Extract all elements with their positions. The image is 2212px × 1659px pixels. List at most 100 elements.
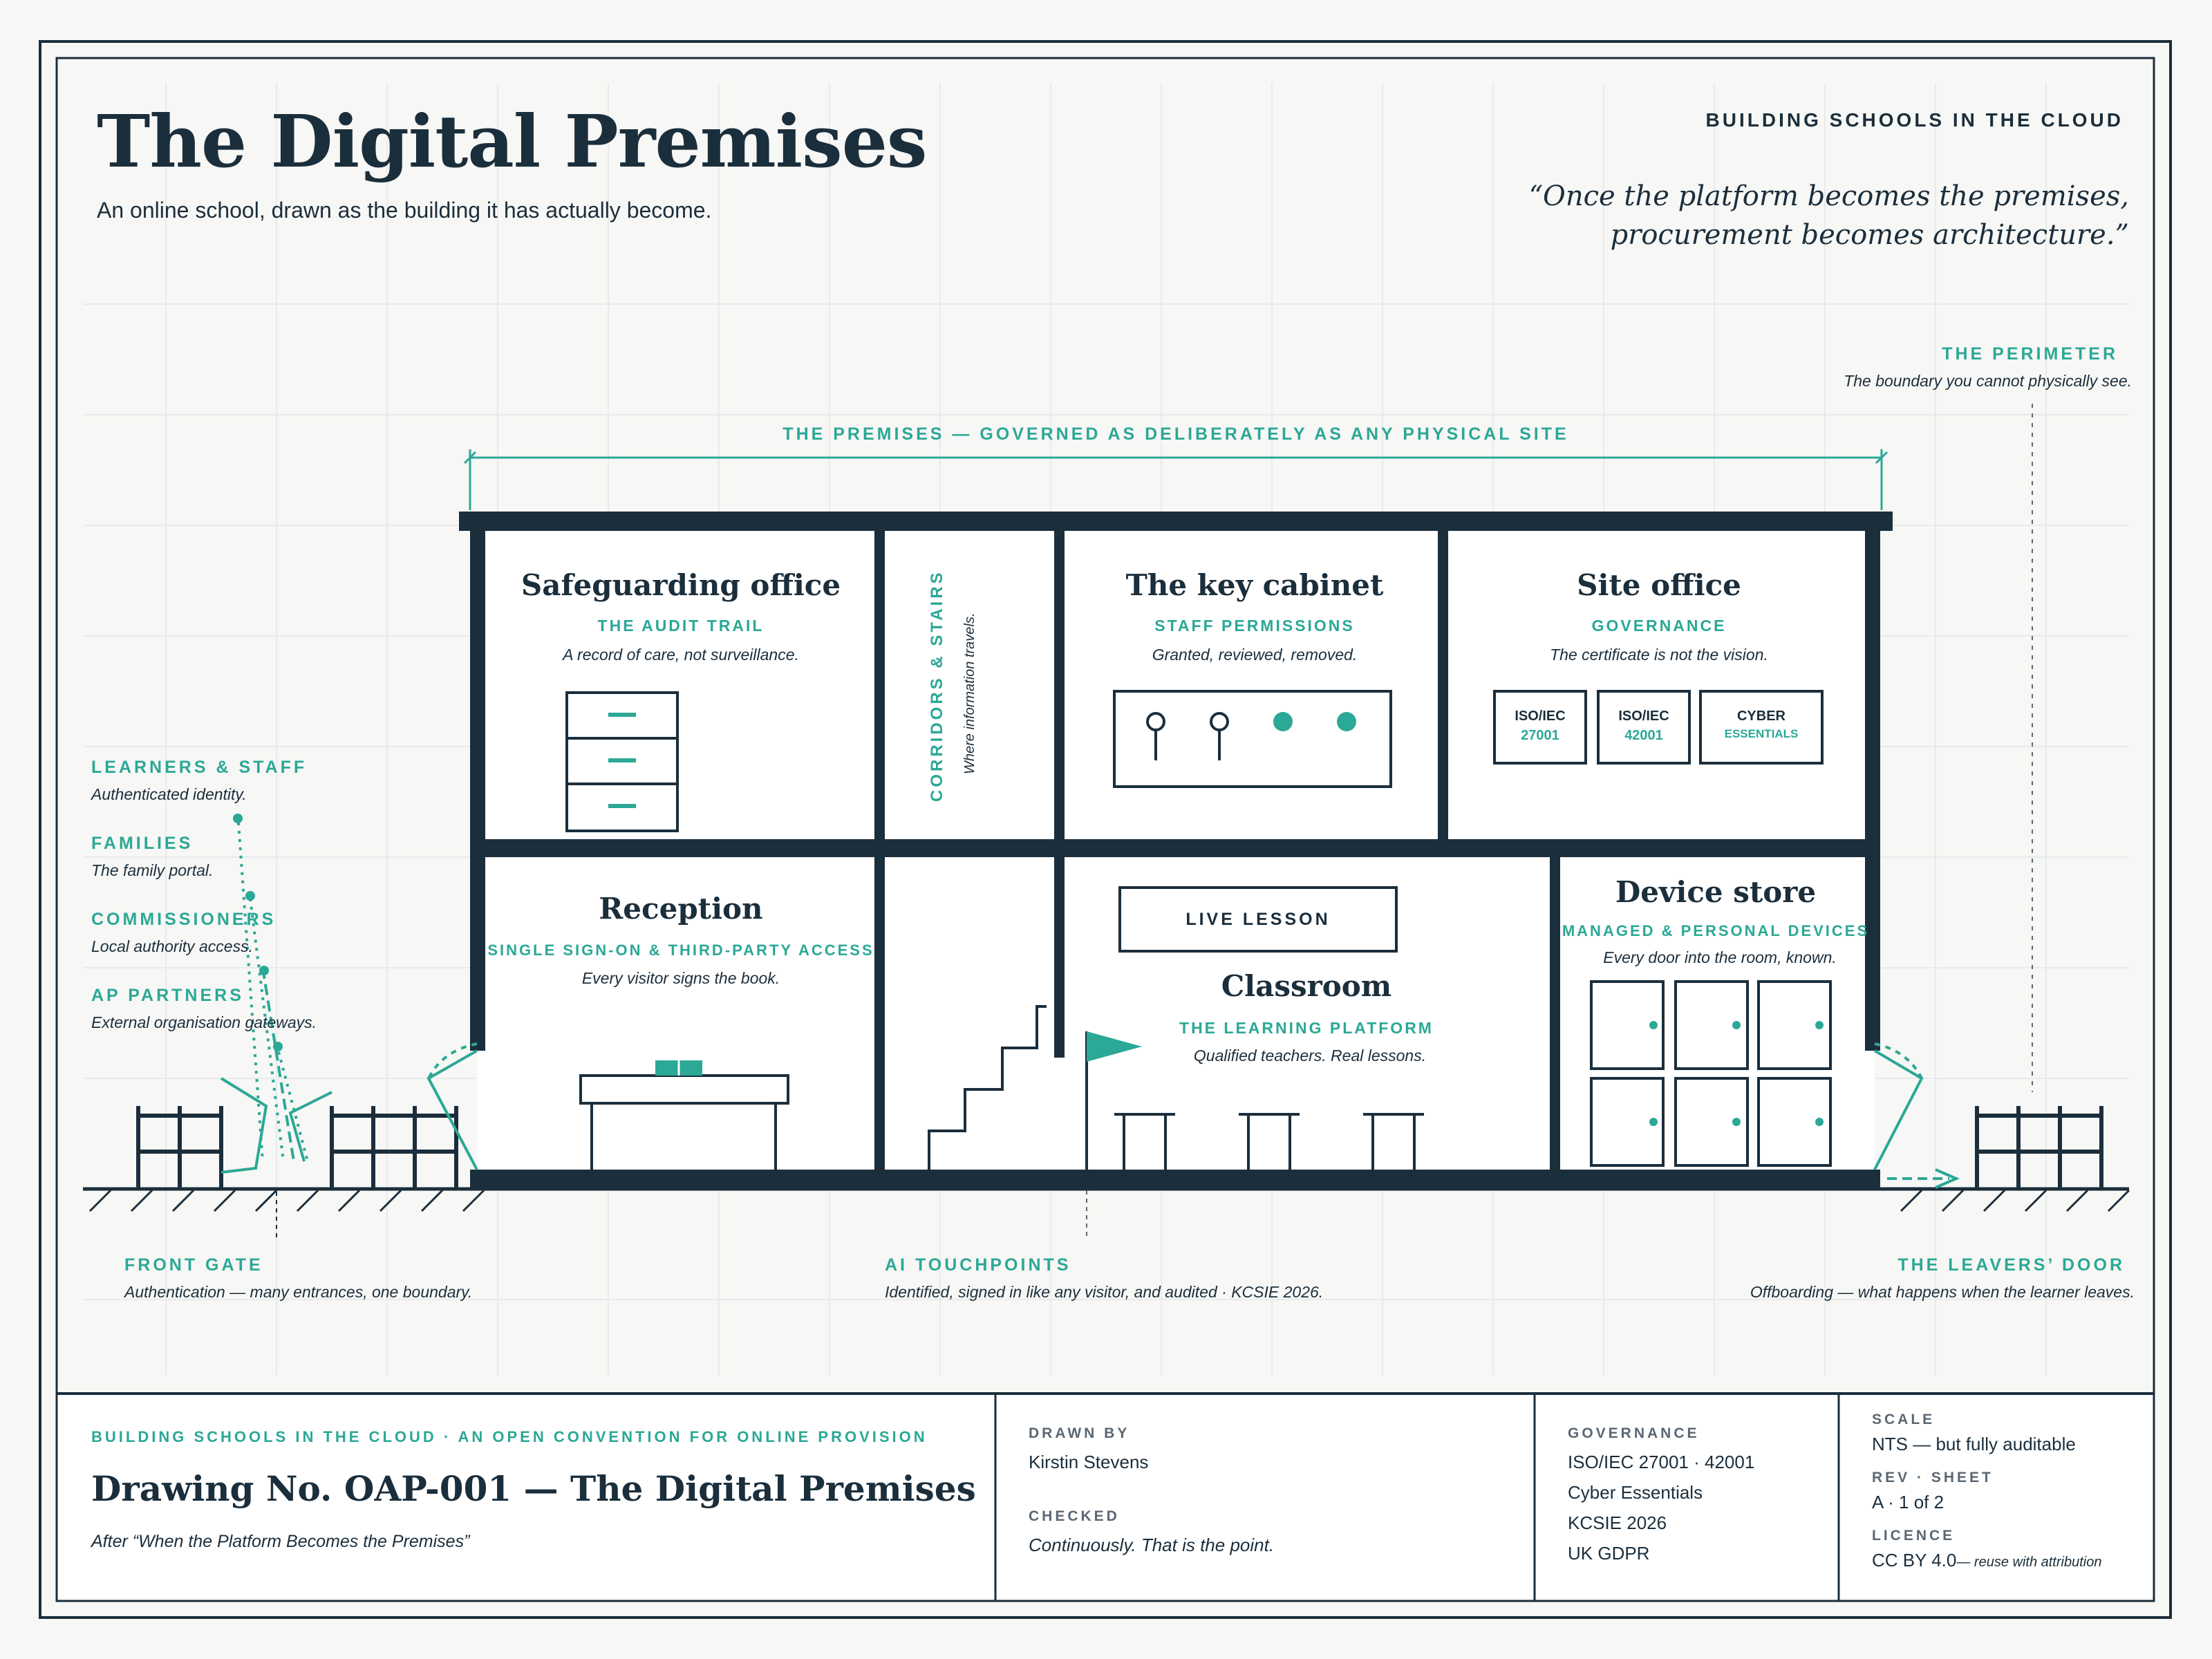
governance-label: GOVERNANCE xyxy=(1568,1425,1700,1441)
premises-dimension-line xyxy=(463,449,1888,510)
page-title: The Digital Premises xyxy=(97,99,927,184)
room-sub-safeguarding: THE AUDIT TRAIL xyxy=(597,617,765,635)
outer-frame xyxy=(39,40,2172,1619)
issued-keys xyxy=(1273,712,1356,731)
title-block-bg xyxy=(57,1394,2154,1601)
badge-top: ISO/IEC xyxy=(1515,709,1566,724)
quote-line-2: procurement becomes architecture.” xyxy=(1610,219,2129,251)
scale-value: NTS — but fully auditable xyxy=(1872,1434,2076,1454)
left-fence xyxy=(136,1106,458,1189)
room-desc-classroom: Qualified teachers. Real lessons. xyxy=(1193,1047,1427,1065)
licence-note: — reuse with attribution xyxy=(1956,1555,2102,1570)
stairs-icon xyxy=(892,1005,1047,1174)
leavers-door-desc: Offboarding — what happens when the lear… xyxy=(1750,1283,2135,1301)
room-desc-reception: Every visitor signs the book. xyxy=(581,969,780,987)
ai-flag-icon xyxy=(1087,1031,1142,1062)
premises-label: THE PREMISES — GOVERNED AS DELIBERATELY … xyxy=(782,424,1569,444)
room-desc-site-office: The certificate is not the vision. xyxy=(1550,646,1768,664)
badge-iso-27001: ISO/IEC 27001 xyxy=(1494,706,1586,745)
live-lesson-label: LIVE LESSON xyxy=(1185,910,1331,929)
room-desc-key-cabinet: Granted, reviewed, removed. xyxy=(1152,646,1358,664)
badge-bottom: ESSENTIALS xyxy=(1724,727,1799,740)
first-floor xyxy=(470,839,1880,857)
governance-item: Cyber Essentials xyxy=(1568,1482,1703,1503)
leavers-door-icon xyxy=(1873,1042,1960,1189)
room-sub-reception: SINGLE SIGN-ON & THIRD-PARTY ACCESS xyxy=(487,941,874,959)
ground-hatch xyxy=(88,1189,2130,1212)
classroom-desks xyxy=(1114,1113,1424,1172)
licence-value: CC BY 4.0— reuse with attribution xyxy=(1872,1550,2101,1571)
drawn-by-value: Kirstin Stevens xyxy=(1029,1452,1149,1472)
perimeter-label: THE PERIMETER xyxy=(1942,344,2118,364)
quote-line-1: “Once the platform becomes the premises, xyxy=(1528,180,2129,212)
rev-value: A · 1 of 2 xyxy=(1872,1492,1944,1512)
title-block-series: BUILDING SCHOOLS IN THE CLOUD · AN OPEN … xyxy=(91,1428,928,1445)
front-gate-desc: Authentication — many entrances, one bou… xyxy=(124,1283,473,1301)
entrant-label-ap-partners: AP PARTNERS xyxy=(91,986,244,1005)
room-sub-site-office: GOVERNANCE xyxy=(1591,617,1727,635)
room-sub-key-cabinet: STAFF PERMISSIONS xyxy=(1154,617,1355,635)
room-title-key-cabinet: The key cabinet xyxy=(1125,568,1384,602)
checked-value: Continuously. That is the point. xyxy=(1029,1535,1275,1555)
entrant-desc-learners: Authenticated identity. xyxy=(91,785,247,803)
badge-bottom: 42001 xyxy=(1624,728,1663,743)
entrant-label-families: FAMILIES xyxy=(91,834,194,853)
ground-slab xyxy=(470,1170,1880,1189)
entrant-desc-families: The family portal. xyxy=(91,861,214,879)
room-title-reception: Reception xyxy=(599,892,763,926)
left-door-icon xyxy=(427,1042,478,1170)
entrant-points xyxy=(233,814,283,1051)
checked-label: CHECKED xyxy=(1029,1508,1120,1524)
corridors-desc: Where information travels. xyxy=(962,612,977,774)
drawing-after: After “When the Platform Becomes the Pre… xyxy=(91,1532,470,1551)
room-title-classroom: Classroom xyxy=(1221,969,1392,1003)
badge-cyber-essentials: CYBER ESSENTIALS xyxy=(1700,706,1822,742)
device-lockers-icon xyxy=(1590,980,1832,1167)
live-lesson-board xyxy=(1118,886,1398,953)
rev-label: REV · SHEET xyxy=(1872,1470,1994,1485)
epigraph-quote: “Once the platform becomes the premises,… xyxy=(1438,177,2129,254)
badge-bottom: 27001 xyxy=(1521,728,1559,743)
room-title-site-office: Site office xyxy=(1577,568,1741,602)
page-subtitle: An online school, drawn as the building … xyxy=(97,198,712,223)
scale-label: SCALE xyxy=(1872,1412,1936,1427)
governance-item: UK GDPR xyxy=(1568,1543,1650,1564)
badge-iso-42001: ISO/IEC 42001 xyxy=(1598,706,1689,745)
entrant-label-commissioners: COMMISSIONERS xyxy=(91,910,276,929)
title-block-dividers xyxy=(994,1394,1840,1601)
front-gate-icon xyxy=(220,822,332,1174)
licence-name: CC BY 4.0 xyxy=(1872,1550,1957,1571)
drawn-by-label: DRAWN BY xyxy=(1029,1425,1130,1441)
drawing-number: Drawing No. OAP-001 — The Digital Premis… xyxy=(91,1468,976,1509)
cabinet-handles xyxy=(608,713,636,808)
room-desc-safeguarding: A record of care, not surveillance. xyxy=(563,646,799,664)
governance-item: KCSIE 2026 xyxy=(1568,1512,1667,1533)
governance-item: ISO/IEC 27001 · 42001 xyxy=(1568,1452,1755,1472)
room-desc-device-store: Every door into the room, known. xyxy=(1603,948,1837,966)
series-name: BUILDING SCHOOLS IN THE CLOUD xyxy=(1705,109,2124,131)
right-fence xyxy=(1975,1106,2103,1189)
front-gate-label: FRONT GATE xyxy=(124,1255,263,1275)
ai-touchpoints-label: AI TOUCHPOINTS xyxy=(885,1255,1071,1275)
entrant-desc-ap-partners: External organisation gateways. xyxy=(91,1013,317,1031)
badge-top: CYBER xyxy=(1736,709,1785,724)
room-sub-device-store: MANAGED & PERSONAL DEVICES xyxy=(1562,922,1870,939)
room-title-safeguarding: Safeguarding office xyxy=(521,568,841,602)
building-structure xyxy=(459,512,1893,1189)
filing-cabinet-icon xyxy=(565,691,679,832)
room-sub-classroom: THE LEARNING PLATFORM xyxy=(1179,1019,1434,1037)
entrant-desc-commissioners: Local authority access. xyxy=(91,937,253,955)
licence-label: LICENCE xyxy=(1872,1528,1956,1544)
perimeter-desc: The boundary you cannot physically see. xyxy=(1844,372,2132,390)
certificate-frames xyxy=(1493,690,1824,765)
corridors-label: CORRIDORS & STAIRS xyxy=(928,570,946,802)
key-cabinet-icon xyxy=(1113,690,1392,788)
room-title-device-store: Device store xyxy=(1615,875,1817,909)
entrant-label-learners: LEARNERS & STAFF xyxy=(91,758,308,777)
badge-top: ISO/IEC xyxy=(1618,709,1669,724)
locker-handles xyxy=(1649,1021,1824,1126)
ai-touchpoints-desc: Identified, signed in like any visitor, … xyxy=(885,1283,1324,1301)
leavers-door-label: THE LEAVERS’ DOOR xyxy=(1897,1255,2125,1275)
